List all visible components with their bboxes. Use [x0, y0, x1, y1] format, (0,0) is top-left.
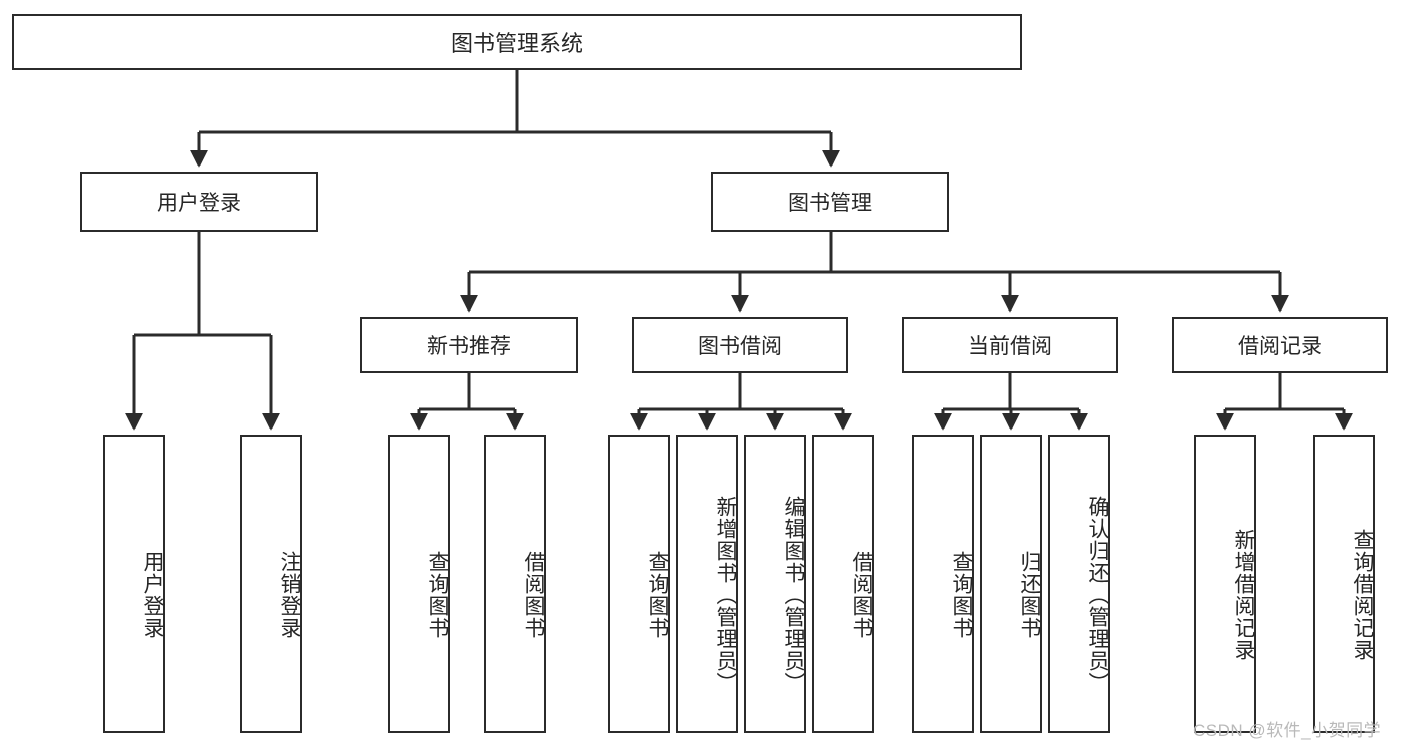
leaf-return-book[interactable]: 归还图书 [980, 435, 1042, 733]
leaf-user-login-label: 用户登录 [141, 551, 164, 639]
node-user-login-label: 用户登录 [157, 192, 241, 215]
leaf-query-book-borrow-label: 查询图书 [646, 551, 669, 639]
node-book-management[interactable]: 图书管理 [711, 172, 949, 232]
node-borrow-record-label: 借阅记录 [1238, 335, 1322, 358]
node-root-label: 图书管理系统 [450, 31, 583, 56]
leaf-edit-book-admin[interactable]: 编辑图书（管理员） [744, 435, 806, 733]
node-current-borrow-label: 当前借阅 [968, 335, 1052, 358]
leaf-borrow-book-recommend-label: 借阅图书 [522, 551, 545, 639]
node-current-borrow[interactable]: 当前借阅 [902, 317, 1118, 373]
leaf-query-book-borrow[interactable]: 查询图书 [608, 435, 670, 733]
node-borrow-record[interactable]: 借阅记录 [1172, 317, 1388, 373]
leaf-query-book-recommend-label: 查询图书 [426, 551, 449, 639]
node-new-book-recommend[interactable]: 新书推荐 [360, 317, 578, 373]
leaf-confirm-return-admin[interactable]: 确认归还（管理员） [1048, 435, 1110, 733]
leaf-add-book-admin-label: 新增图书（管理员） [714, 496, 737, 694]
csdn-watermark: CSDN @软件_小贺同学 [1193, 721, 1382, 740]
leaf-add-borrow-record-label: 新增借阅记录 [1232, 529, 1255, 661]
leaf-edit-book-admin-label: 编辑图书（管理员） [782, 496, 805, 694]
leaf-borrow-book-recommend[interactable]: 借阅图书 [484, 435, 546, 733]
leaf-add-borrow-record[interactable]: 新增借阅记录 [1194, 435, 1256, 733]
node-user-login[interactable]: 用户登录 [80, 172, 318, 232]
leaf-user-login[interactable]: 用户登录 [103, 435, 165, 733]
leaf-add-book-admin[interactable]: 新增图书（管理员） [676, 435, 738, 733]
leaf-return-book-label: 归还图书 [1018, 551, 1041, 639]
leaf-query-borrow-record-label: 查询借阅记录 [1351, 529, 1374, 661]
node-root[interactable]: 图书管理系统 [12, 14, 1022, 70]
node-book-borrow[interactable]: 图书借阅 [632, 317, 848, 373]
leaf-borrow-book-label: 借阅图书 [850, 551, 873, 639]
leaf-query-book-recommend[interactable]: 查询图书 [388, 435, 450, 733]
node-book-management-label: 图书管理 [788, 192, 872, 215]
leaf-query-book-current-label: 查询图书 [950, 551, 973, 639]
leaf-logout[interactable]: 注销登录 [240, 435, 302, 733]
leaf-query-borrow-record[interactable]: 查询借阅记录 [1313, 435, 1375, 733]
node-book-borrow-label: 图书借阅 [698, 335, 782, 358]
node-new-book-recommend-label: 新书推荐 [427, 335, 511, 358]
leaf-query-book-current[interactable]: 查询图书 [912, 435, 974, 733]
leaf-logout-label: 注销登录 [278, 551, 301, 639]
leaf-borrow-book[interactable]: 借阅图书 [812, 435, 874, 733]
leaf-confirm-return-admin-label: 确认归还（管理员） [1086, 496, 1109, 694]
